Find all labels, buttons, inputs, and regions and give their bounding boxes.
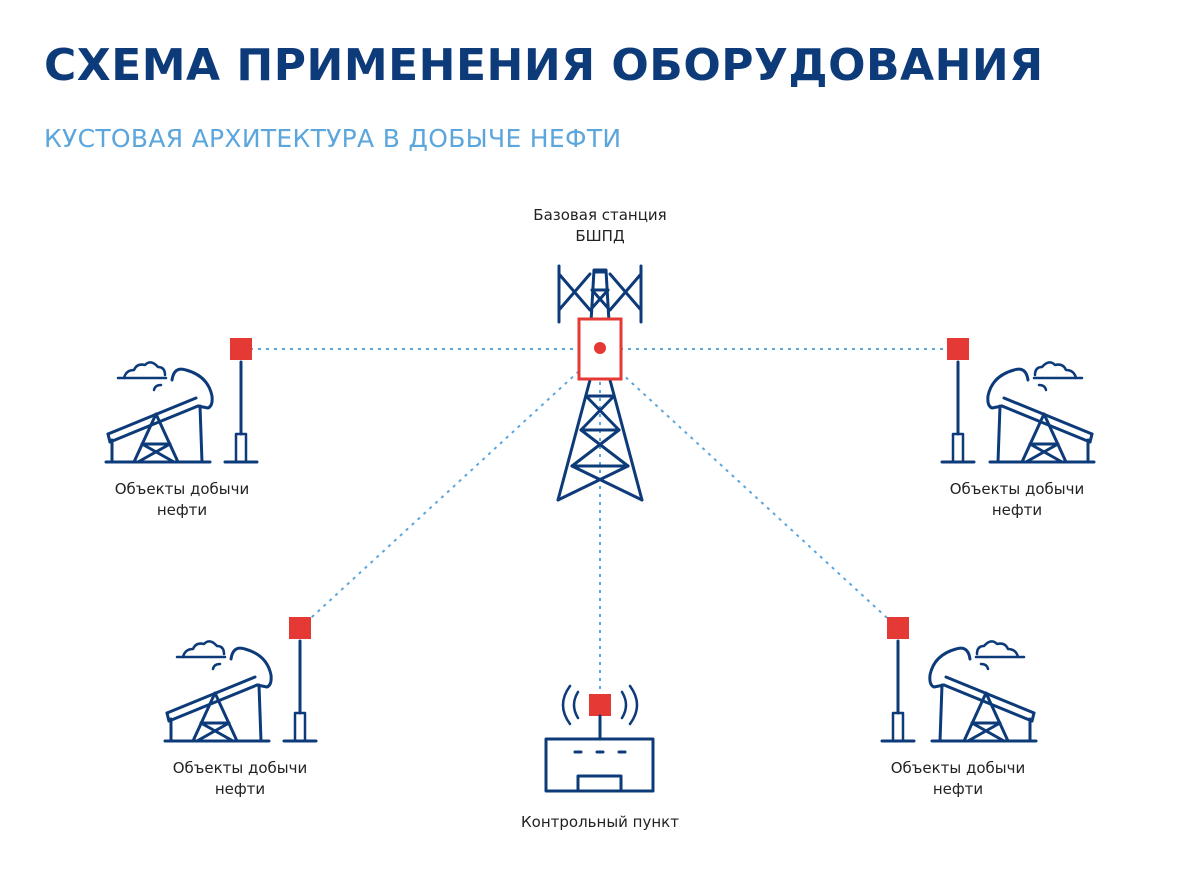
antenna-mast-icon	[223, 360, 259, 464]
link-right-bottom	[619, 371, 899, 629]
site-label-line2: нефти	[215, 780, 265, 798]
signal-waves-icon	[572, 690, 580, 720]
link-left-bottom	[299, 371, 579, 629]
oil-pump-jack-icon	[986, 360, 1096, 464]
control-point-icon	[544, 684, 655, 793]
radio-links	[250, 348, 950, 690]
radio-module-icon	[887, 617, 909, 639]
base-station-label-line1: Базовая станция	[533, 206, 666, 224]
site-label-line2: нефти	[933, 780, 983, 798]
site-label-line1: Объекты добычи	[950, 480, 1085, 498]
site-label-line1: Объекты добычи	[891, 759, 1026, 777]
oil-pump-jack-icon	[163, 639, 273, 743]
radio-tower-icon	[556, 264, 644, 502]
oil-pump-jack-icon	[104, 360, 214, 464]
radio-module-icon	[947, 338, 969, 360]
site-label-line1: Объекты добычи	[173, 759, 308, 777]
oil-pump-jack-icon	[928, 639, 1038, 743]
site-left-top: Объекты добычи нефти	[104, 338, 259, 519]
antenna-mast-icon	[940, 360, 976, 464]
control-point-label: Контрольный пункт	[521, 813, 679, 831]
site-label-line1: Объекты добычи	[115, 480, 250, 498]
antenna-mast-icon	[282, 639, 318, 743]
site-right-top: Объекты добычи нефти	[940, 338, 1096, 519]
page-title: СХЕМА ПРИМЕНЕНИЯ ОБОРУДОВАНИЯ	[44, 40, 1044, 91]
page-subtitle: КУСТОВАЯ АРХИТЕКТУРА В ДОБЫЧЕ НЕФТИ	[44, 124, 622, 153]
radio-module-icon	[230, 338, 252, 360]
site-label-line2: нефти	[992, 501, 1042, 519]
base-station-label-line2: БШПД	[575, 227, 624, 245]
antenna-mast-icon	[880, 639, 916, 743]
control-point: Контрольный пункт	[521, 684, 679, 831]
site-right-bottom: Объекты добычи нефти	[880, 617, 1038, 798]
site-label-line2: нефти	[157, 501, 207, 519]
radio-module-icon	[289, 617, 311, 639]
site-left-bottom: Объекты добычи нефти	[163, 617, 318, 798]
